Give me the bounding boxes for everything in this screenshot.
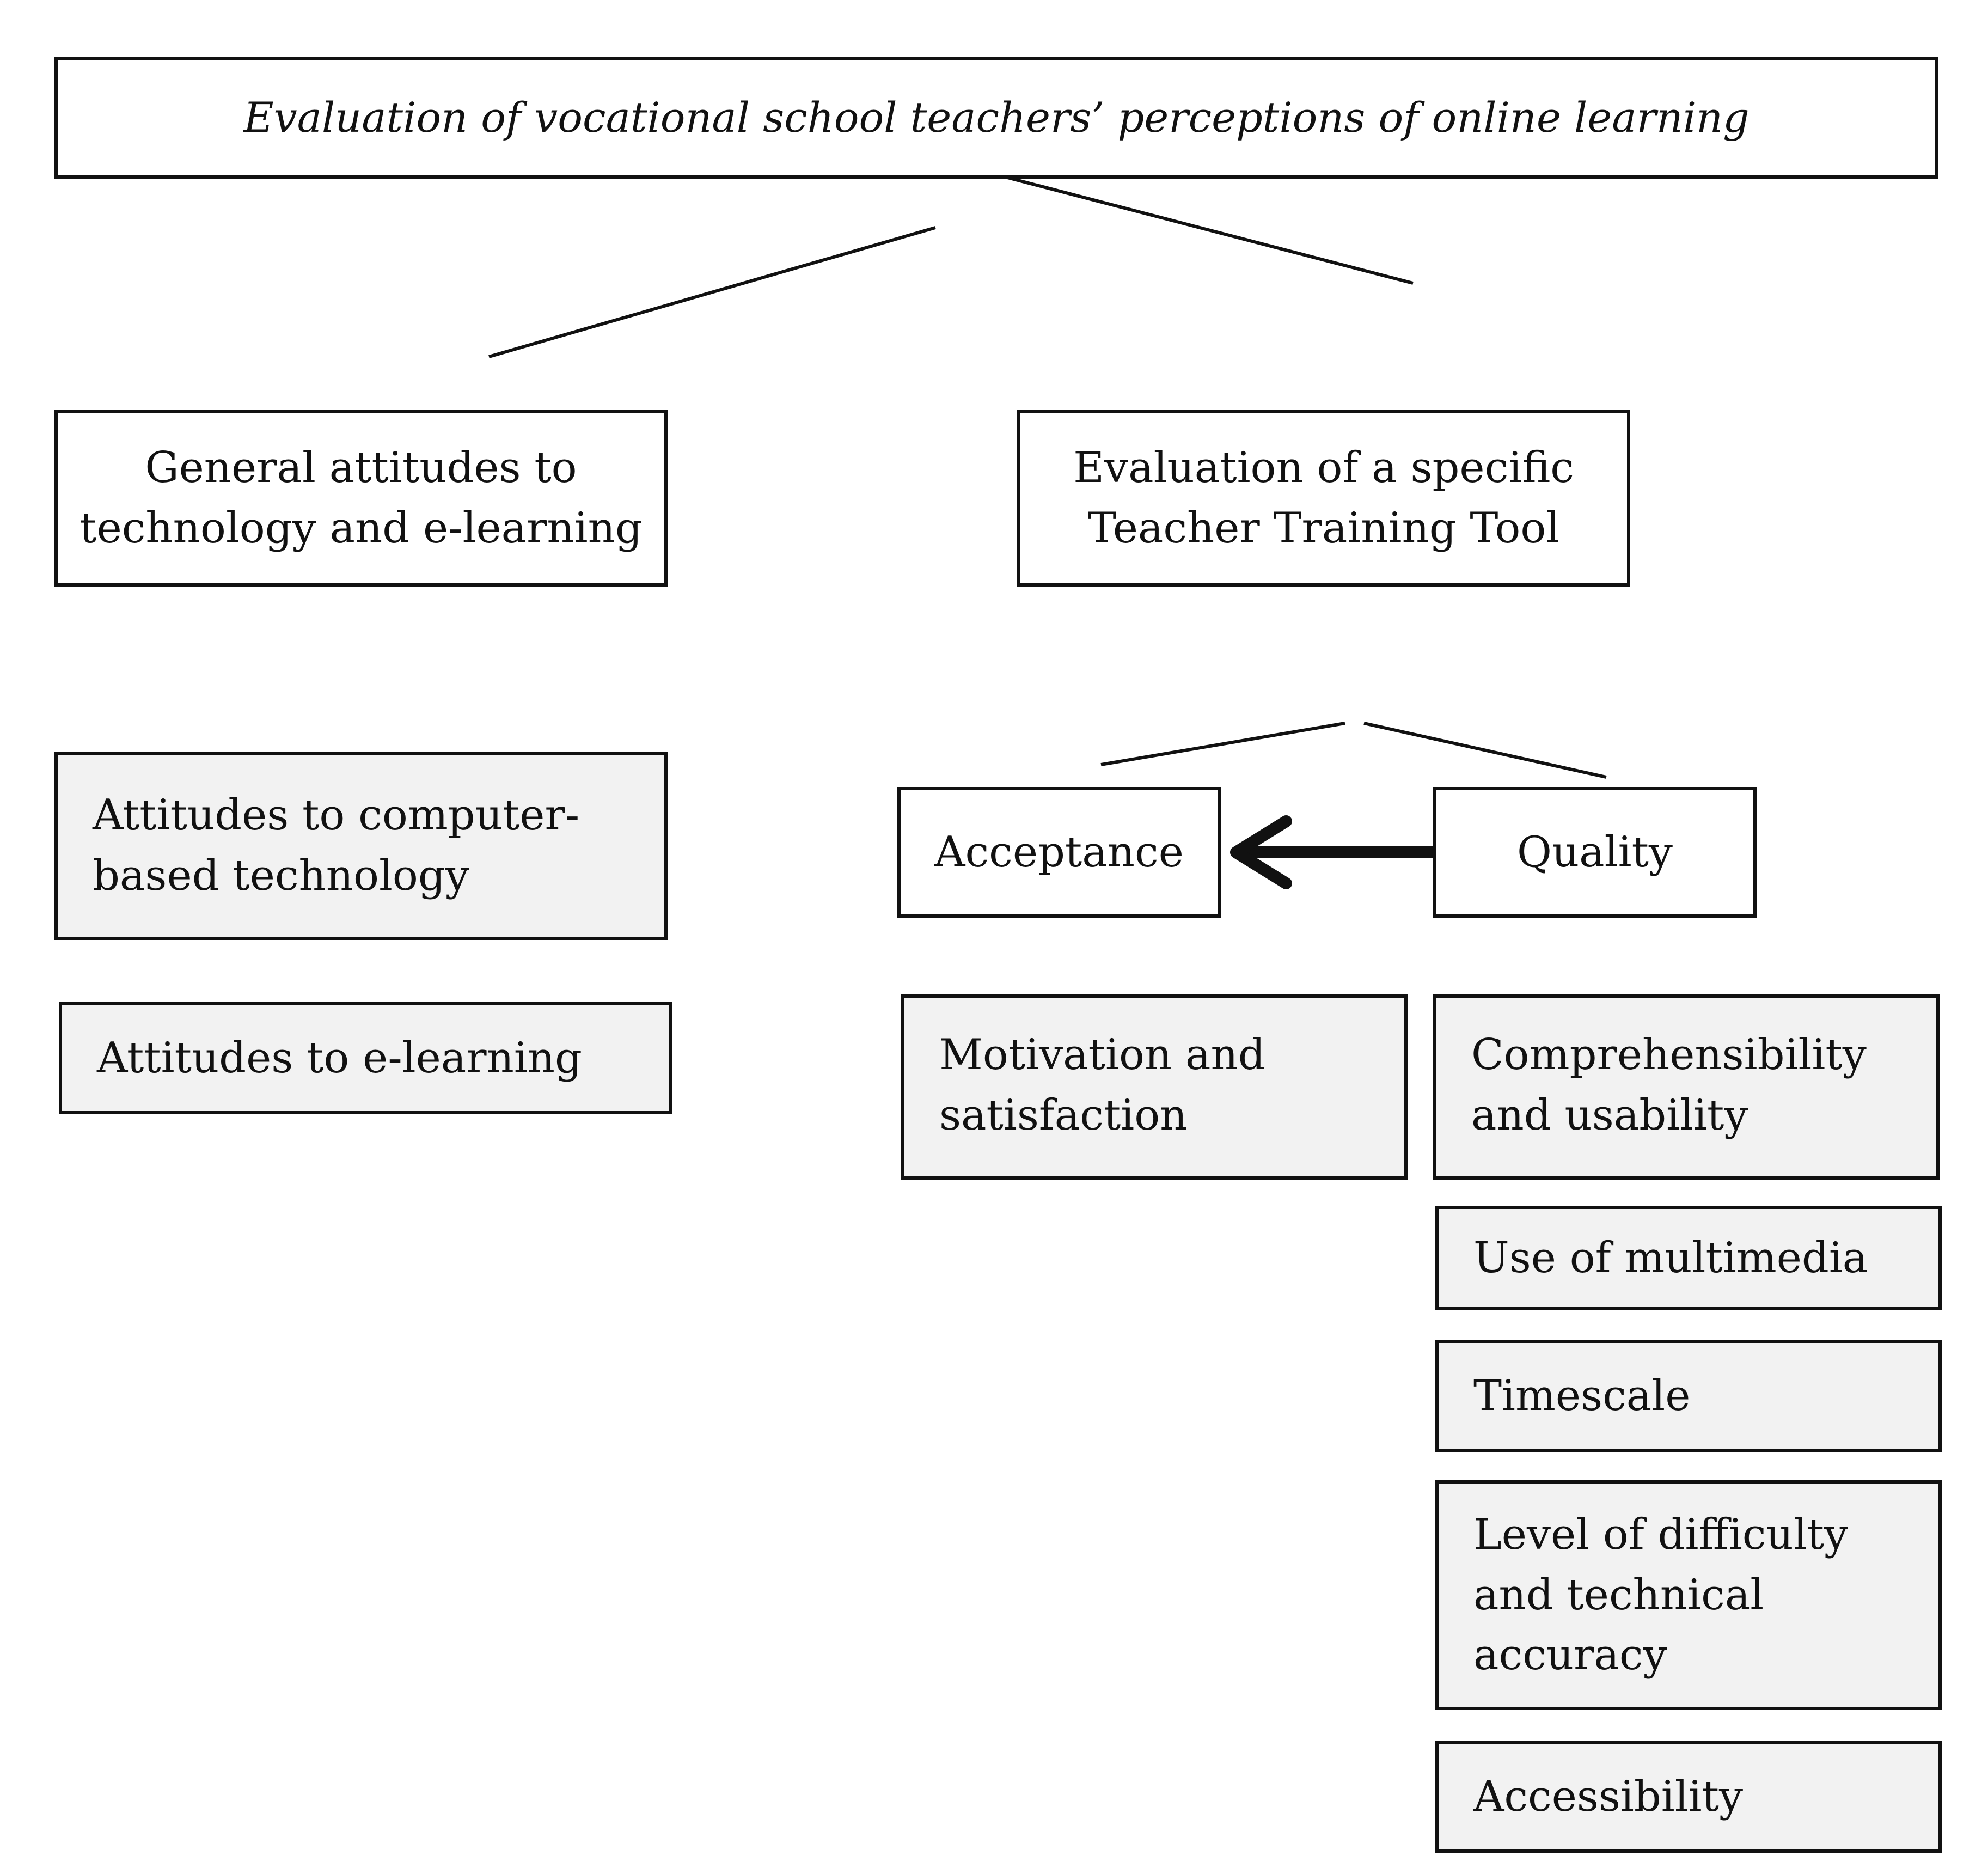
connector-specific-to-acceptance: [1100, 722, 1345, 766]
computer-attitudes-label: Attitudes to computer- based technology: [93, 791, 580, 900]
comprehensibility-box: Comprehensibility and usability: [1433, 994, 1940, 1180]
computer-attitudes-box: Attitudes to computer- based technology: [54, 752, 668, 940]
general-attitudes-box: General attitudes to technology and e-le…: [54, 410, 668, 587]
arrow-head-acceptance: [1230, 815, 1292, 889]
quality-label: Quality: [1517, 827, 1673, 877]
connector-specific-to-quality: [1363, 722, 1607, 779]
title-label: Evaluation of vocational school teachers…: [243, 93, 1750, 142]
quality-box: Quality: [1433, 787, 1757, 918]
difficulty-box: Level of difficulty and technical accura…: [1435, 1480, 1942, 1710]
acceptance-box: Acceptance: [897, 787, 1221, 918]
connector-title-to-specific: [944, 160, 1414, 285]
multimedia-label: Use of multimedia: [1473, 1233, 1868, 1283]
specific-tool-box: Evaluation of a specific Teacher Trainin…: [1017, 410, 1630, 587]
acceptance-label: Acceptance: [934, 827, 1184, 877]
general-attitudes-label: General attitudes to technology and e-le…: [79, 443, 643, 553]
connector-title-to-general: [488, 226, 936, 358]
comprehensibility-label: Comprehensibility and usability: [1471, 1030, 1867, 1140]
timescale-box: Timescale: [1435, 1340, 1942, 1452]
elearning-attitudes-label: Attitudes to e-learning: [97, 1033, 582, 1083]
motivation-box: Motivation and satisfaction: [901, 994, 1408, 1180]
timescale-label: Timescale: [1473, 1371, 1691, 1420]
difficulty-label: Level of difficulty and technical accura…: [1473, 1510, 1849, 1680]
multimedia-box: Use of multimedia: [1435, 1206, 1942, 1310]
specific-tool-label: Evaluation of a specific Teacher Trainin…: [1073, 443, 1574, 553]
elearning-attitudes-box: Attitudes to e-learning: [59, 1002, 672, 1114]
accessibility-label: Accessibility: [1473, 1772, 1744, 1821]
title-box: Evaluation of vocational school teachers…: [54, 57, 1938, 179]
motivation-label: Motivation and satisfaction: [939, 1030, 1265, 1140]
accessibility-box: Accessibility: [1435, 1741, 1942, 1853]
